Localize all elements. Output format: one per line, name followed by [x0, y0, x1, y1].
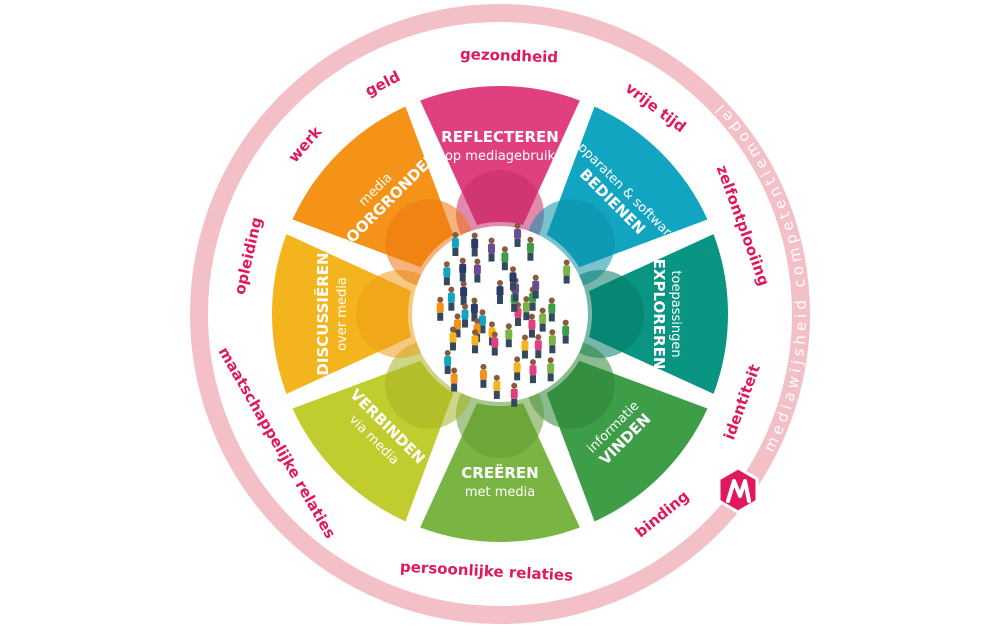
outer-label: geld: [362, 67, 403, 100]
segment-title: REFLECTEREN: [441, 128, 559, 146]
person-figure: [526, 236, 534, 261]
person-figure: [453, 313, 461, 338]
person-figure: [450, 367, 458, 392]
segment-shape: [589, 234, 729, 394]
person-figure: [513, 356, 521, 381]
outer-label: opleiding: [230, 215, 265, 296]
segment-shape: [272, 234, 411, 394]
person-figure: [493, 374, 501, 399]
person-figure: [534, 334, 542, 359]
person-figure: [471, 232, 479, 257]
person-figure: [443, 261, 451, 286]
person-figure: [529, 359, 537, 384]
person-figure: [547, 357, 555, 382]
person-figure: [528, 313, 536, 338]
people-illustration: [412, 222, 588, 407]
segment-shape: [420, 85, 580, 225]
segment-subtitle: op mediagebruik: [445, 149, 556, 164]
segment-title: EXPLOREREN: [650, 259, 668, 370]
person-figure: [471, 329, 479, 354]
person-figure: [479, 363, 487, 388]
person-figure: [514, 222, 522, 247]
person-figure: [461, 303, 469, 328]
segment-title: DISCUSSIËREN: [313, 252, 332, 375]
person-figure: [521, 334, 529, 359]
person-figure: [563, 259, 571, 284]
person-figure: [532, 274, 540, 299]
person-figure: [436, 296, 444, 321]
segment-subtitle: over media: [335, 277, 350, 351]
person-figure: [562, 319, 570, 344]
person-figure: [501, 246, 509, 271]
person-figure: [459, 257, 467, 282]
person-figure: [449, 326, 457, 351]
outer-label: vrije tijd: [622, 79, 690, 136]
outer-label: werk: [285, 122, 326, 166]
outer-label: gezondheid: [460, 45, 559, 66]
person-figure: [444, 349, 452, 374]
segment-subtitle: met media: [465, 485, 535, 500]
ring-band: [190, 4, 810, 624]
outer-label: persoonlijke relaties: [400, 558, 574, 585]
person-figure: [539, 307, 547, 332]
person-figure: [470, 297, 478, 322]
outer-label: identiteit: [720, 362, 764, 442]
center-area: [412, 226, 588, 402]
person-figure: [505, 323, 513, 348]
person-figure: [509, 266, 517, 291]
person-figure: [478, 309, 486, 334]
person-figure: [447, 286, 455, 311]
person-figure: [510, 382, 518, 407]
person-figure: [548, 329, 556, 354]
person-figure: [460, 281, 468, 305]
outer-label: binding: [632, 487, 693, 541]
mediawijsheid-logo: [717, 466, 759, 514]
person-figure: [548, 297, 556, 322]
segment-title: CREËREN: [461, 463, 538, 482]
outer-ring: [190, 4, 810, 624]
person-figure: [522, 296, 530, 321]
person-figure: [491, 331, 499, 356]
person-figure: [473, 258, 481, 283]
segment-subtitle: toepassingen: [668, 270, 683, 357]
segment-shape: [420, 403, 580, 542]
person-figure: [451, 231, 459, 256]
person-figure: [496, 280, 504, 304]
person-figure: [488, 237, 496, 262]
